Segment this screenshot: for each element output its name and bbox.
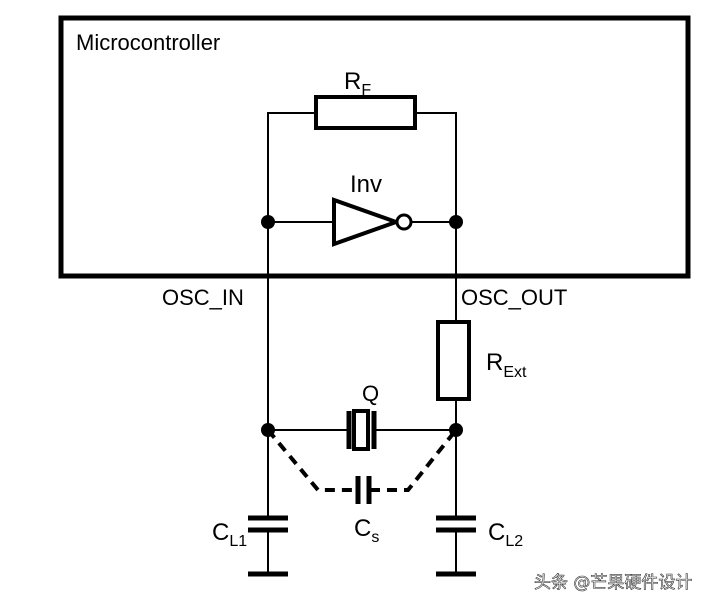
q-label: Q: [362, 381, 379, 406]
cl1-label-sub: L1: [229, 533, 247, 550]
cs-dashed-right: [370, 428, 458, 492]
rext-label: RExt: [486, 349, 527, 381]
cl2-label: CL2: [488, 519, 523, 550]
crystal-body: [352, 409, 370, 451]
rext-label-main: R: [486, 349, 503, 376]
inverter-bubble: [395, 213, 413, 231]
cl1-label: CL1: [212, 519, 247, 550]
cs-dashed-left: [266, 428, 356, 492]
cl2-label-sub: L2: [505, 533, 523, 550]
rf-resistor: [314, 95, 417, 130]
cs-label-main: C: [354, 515, 371, 542]
cs-label: Cs: [354, 515, 379, 546]
node-inv-input: [261, 215, 275, 229]
rext-resistor: [436, 320, 471, 401]
cs-label-sub: s: [371, 529, 379, 546]
microcontroller-label: Microcontroller: [76, 30, 220, 55]
rext-label-sub: Ext: [503, 364, 527, 381]
rf-label-main: R: [344, 68, 361, 95]
osc-out-label: OSC_OUT: [461, 285, 567, 310]
node-inv-output: [449, 215, 463, 229]
rf-right-wire: [415, 112, 457, 220]
inv-label: Inv: [350, 171, 382, 198]
microcontroller-box: [58, 15, 691, 279]
rf-label: RF: [344, 68, 371, 99]
rf-left-wire: [267, 112, 316, 220]
cl2-label-main: C: [488, 519, 505, 546]
inverter-triangle: [332, 197, 402, 247]
rf-label-sub: F: [361, 82, 371, 99]
watermark-text: 头条 @芒果硬件设计: [534, 573, 692, 593]
osc-in-label: OSC_IN: [162, 285, 244, 310]
cl1-label-main: C: [212, 519, 229, 546]
